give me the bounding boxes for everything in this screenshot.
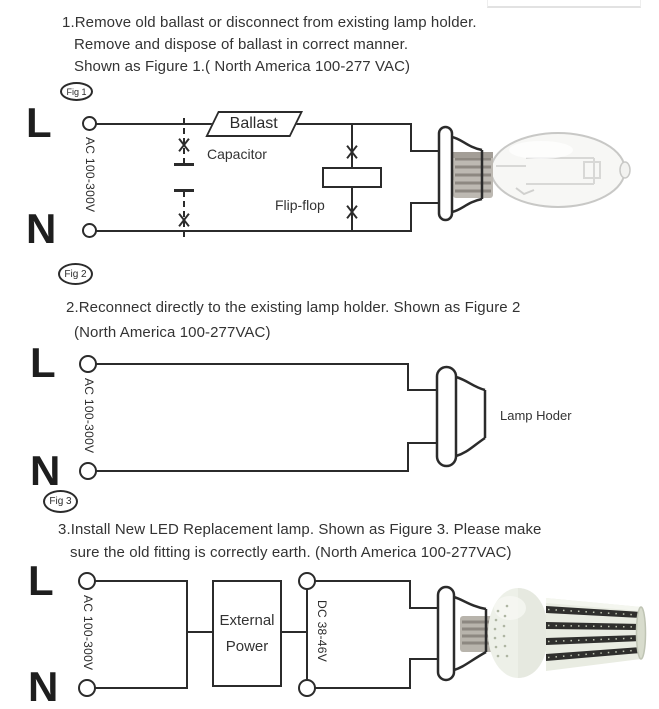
fig2-lamp-holder-symbol (435, 365, 487, 468)
fig3-driver-output-stub (280, 631, 308, 633)
fig3-dc-negative-terminal (298, 679, 316, 697)
step3-line1: 3.Install New LED Replacement lamp. Show… (58, 521, 542, 538)
fig1-neutral-terminal (82, 223, 97, 238)
fig3-dc-voltage-label: DC 38-46V (315, 600, 329, 663)
fig1-wire-corner-bottom (410, 203, 412, 232)
fig1-disconnect-x-icon (177, 212, 191, 228)
fig3-dc-junction-wire (306, 586, 308, 684)
fig3-neutral-terminal-label: N (28, 663, 59, 709)
fig1-disconnect-x-icon (345, 204, 359, 220)
fig3-line-terminal (78, 572, 96, 590)
fig2-badge: Fig 2 (58, 263, 93, 285)
fig3-ac-voltage-label: AC 100-300V (81, 595, 95, 671)
fig2-holder-stub-bottom (407, 442, 438, 444)
fig1-holder-stub-top (410, 150, 440, 152)
step2-line2: (North America 100-277VAC) (74, 324, 271, 341)
fig2-line-terminal (79, 355, 97, 373)
fig1-ac-voltage-label: AC 100-300V (83, 137, 97, 213)
fig3-line-terminal-label: L (28, 557, 54, 604)
fig3-live-wire (95, 580, 188, 582)
fig1-capacitor-plate-bottom (174, 189, 194, 192)
fig1-line-terminal-label: L (26, 99, 52, 146)
step1-line3: Shown as Figure 1.( North America 100-27… (74, 58, 411, 75)
fig2-ac-voltage-label: AC 100-300V (82, 378, 96, 454)
fig3-dc-positive-wire (315, 580, 411, 582)
hid-lamp-photo (437, 125, 631, 222)
fig3-neutral-terminal (78, 679, 96, 697)
fig1-disconnect-x-icon (177, 137, 191, 153)
fig2-line-terminal-label: L (30, 339, 56, 386)
fig3-external-power-box: External Power (212, 580, 282, 687)
fig1-ballast-box: Ballast (205, 111, 303, 137)
fig1-badge: Fig 1 (60, 82, 93, 101)
step3-line2: sure the old fitting is correctly earth.… (70, 544, 512, 561)
fig3-lamp-holder-symbol (436, 585, 488, 682)
fig3-dc-negative-wire (315, 687, 411, 689)
fig1-neutral-terminal-label: N (26, 205, 57, 252)
step2-line1: 2.Reconnect directly to the existing lam… (66, 299, 521, 316)
fig3-badge: Fig 3 (43, 490, 78, 513)
fig2-neutral-terminal-label: N (30, 447, 61, 494)
fig1-lamp-holder-symbol (437, 125, 484, 222)
fig3-dc-positive-terminal (298, 572, 316, 590)
fig2-holder-stub-top (407, 389, 438, 391)
fig2-neutral-wire (96, 470, 409, 472)
fig1-wire-corner-top (410, 123, 412, 152)
fig3-holder-stub-top (409, 607, 438, 609)
fig2-lamp-holder-label: Lamp Hoder (500, 408, 572, 423)
fig2-wire-corner-top (407, 363, 409, 391)
fig2-live-wire (96, 363, 409, 365)
fig1-capacitor-label: Capacitor (207, 146, 267, 162)
fig3-external-power-line1: External (219, 612, 275, 629)
fig3-external-power-line2: Power (225, 638, 269, 655)
photo-edge-artifact (487, 0, 641, 8)
fig1-line-terminal (82, 116, 97, 131)
fig1-disconnect-x-icon (345, 144, 359, 160)
fig3-holder-stub-bottom (409, 658, 438, 660)
fig2-neutral-terminal (79, 462, 97, 480)
fig1-flipflop-box (322, 167, 382, 188)
fig3-input-junction-wire (186, 580, 188, 689)
step1-line2: Remove and dispose of ballast in correct… (74, 36, 409, 53)
fig3-wire-corner-bottom (409, 659, 411, 689)
fig3-wire-corner-top (409, 580, 411, 609)
fig1-holder-stub-bottom (410, 202, 440, 204)
fig1-capacitor-plate-top (174, 163, 194, 166)
fig2-wire-corner-bottom (407, 443, 409, 472)
led-corn-lamp-photo (436, 585, 647, 682)
step1-line1: 1.Remove old ballast or disconnect from … (62, 14, 477, 31)
fig3-neutral-wire (95, 687, 188, 689)
fig3-driver-input-stub (186, 631, 212, 633)
fig1-ballast-label: Ballast (230, 115, 279, 132)
fig1-flipflop-label: Flip-flop (275, 197, 325, 213)
fig1-neutral-wire (96, 230, 412, 232)
